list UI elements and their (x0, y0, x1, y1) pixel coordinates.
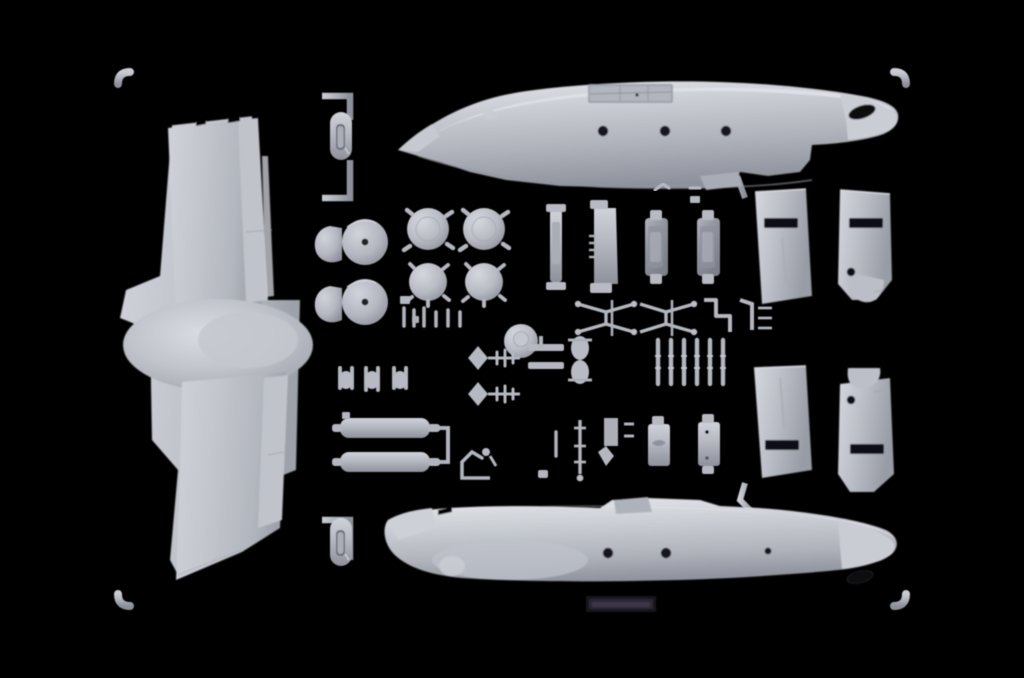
clear-glazing-part-2 (697, 210, 720, 284)
main-wheel-upper (314, 219, 388, 265)
cowl-ring-upper-left (401, 207, 456, 253)
small-fitting-cluster-bottom-left (460, 448, 498, 480)
tank-connector-bar (342, 412, 450, 464)
side-tab-lower (330, 518, 352, 566)
small-linkage-parts-bottom (538, 418, 634, 482)
side-tab-upper (330, 112, 352, 160)
hatch-panel-box-2 (698, 414, 720, 474)
small-detail-parts-bayB (400, 296, 462, 328)
engine-nacelle-outer-left (754, 188, 812, 304)
hatch-panel-box-1 (648, 416, 670, 466)
main-wheel-lower (314, 279, 388, 325)
clear-glazing-part-1 (645, 210, 668, 284)
cowl-ring-lower-left (405, 262, 451, 308)
tiny-bracket-parts-top (653, 182, 702, 192)
hatch-panel-strip-2 (589, 200, 618, 293)
engine-nacelle-inner-left (838, 189, 892, 303)
landing-gear-struts (574, 300, 698, 336)
lower-wing-one-piece (120, 116, 313, 580)
engine-nacelle-outer-right (753, 365, 812, 478)
drop-tank-half-upper (332, 418, 440, 438)
drop-tank-half-lower (332, 452, 440, 472)
spinner-disc-parts (528, 336, 592, 384)
small-fitting-cluster-left (338, 366, 408, 392)
cowl-ring-lower-right (461, 262, 507, 308)
cowl-ring-upper-right (457, 207, 512, 253)
engine-nacelle-inner-right (838, 368, 894, 492)
hatch-panel-strip-1 (546, 204, 566, 290)
bent-strut-parts (690, 196, 772, 332)
fuselage-half-lower (384, 497, 897, 612)
propeller-blade-parts (468, 346, 520, 406)
injection-gate-marker (504, 324, 538, 358)
fuselage-half-upper (398, 81, 899, 190)
antenna-rod-cluster (655, 337, 726, 387)
